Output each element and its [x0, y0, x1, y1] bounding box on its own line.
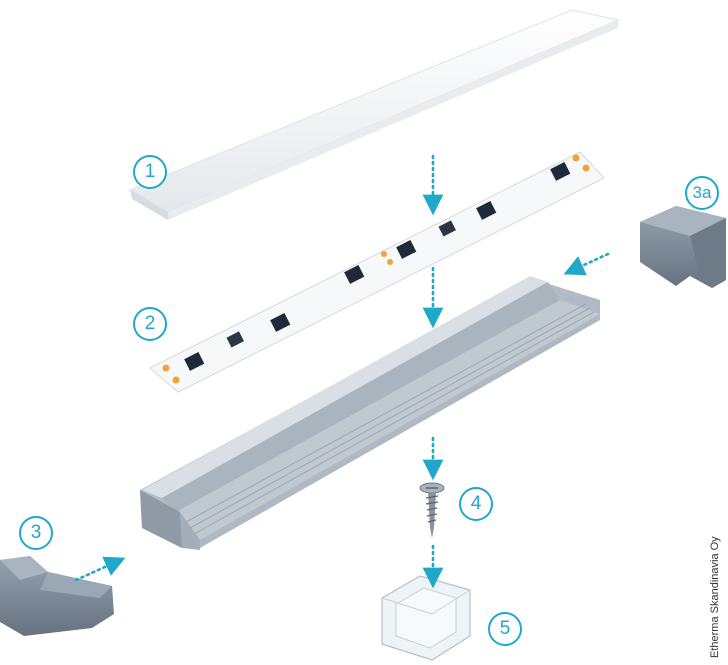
- callout-2: 2: [133, 307, 167, 341]
- aluminium-profile: [140, 276, 600, 550]
- assembly-arrows: [74, 154, 610, 589]
- led-chips: [162, 154, 590, 384]
- led-strip: [149, 151, 605, 393]
- diffuser-cover: [128, 9, 620, 220]
- arrow-right-cap: [563, 252, 610, 276]
- end-cap-right: [640, 206, 726, 288]
- image-credit: Etherma Skandinavia Oy: [709, 536, 721, 658]
- callout-1: 1: [133, 155, 167, 189]
- mounting-clip: [381, 575, 471, 661]
- callout-4: 4: [459, 487, 493, 521]
- callout-3a: 3a: [685, 176, 719, 210]
- arrow-left-cap: [74, 556, 126, 582]
- screw: [419, 482, 445, 538]
- callout-5: 5: [488, 612, 522, 646]
- end-cap-left: [0, 556, 114, 636]
- callout-3: 3: [19, 516, 53, 550]
